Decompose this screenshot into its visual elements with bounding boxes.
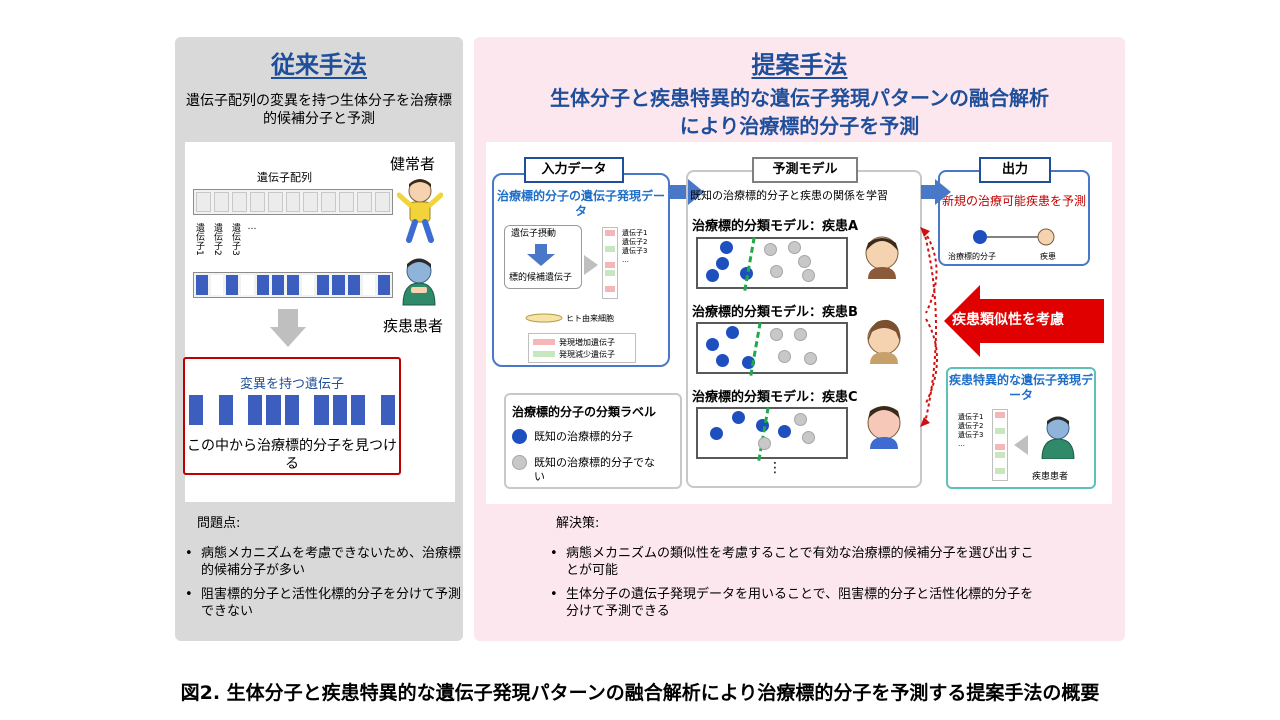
mutated-genes-box: 変異を持つ遺伝子 この中から治療標的分子を見つける [183,357,401,475]
problem-item: 病態メカニズムを考慮できないため、治療標的候補分子が多い [179,545,461,579]
figure-caption: 図2. 生体分子と疾患特異的な遺伝子発現パターンの融合解析により治療標的分子を予… [180,682,1100,704]
gene-label: 遺伝子2 [212,223,222,256]
patient-a-icon [865,236,899,279]
molecule-disease-link-icon [973,228,1055,246]
mutated-genes-title: 変異を持つ遺伝子 [239,377,344,392]
patient-label: 疾患患者 [383,317,444,335]
gene-label: 遺伝子1 [622,229,648,237]
conventional-method-description: 遺伝子配列の変異を持つ生体分子を治療標的候補分子と予測 [186,93,452,127]
disease-expression-title: 疾患特異的な遺伝子発現データ [948,373,1093,402]
gene-label: 遺伝子1 [194,223,204,256]
solutions-title: 解決策: [556,516,600,531]
right-arrow-icon [921,179,951,205]
disease-expression-box: 疾患特異的な遺伝子発現データ 遺伝子1 遺伝子2 遺伝子3 … 疾患患者 [946,367,1096,489]
sequence-label: 遺伝子配列 [257,171,312,184]
output-box: 新規の治療可能疾患を予測 治療標的分子 疾患 [938,170,1090,266]
down-label: 発現減少遺伝子 [559,349,615,359]
molecule-label: 治療標的分子 [948,252,996,261]
candidate-gene-label: 標的候補遺伝子 [509,273,573,283]
legend-down: 発現減少遺伝子 [533,348,631,360]
model-plot-disease-b [696,322,848,376]
legend-up: 発現増加遺伝子 [533,336,631,348]
prediction-model-description: 既知の治療標的分子と疾患の関係を学習 [690,189,888,202]
known-target-dot [512,429,527,444]
perturbation-label: 遺伝子摂動 [511,229,557,239]
solution-item: 病態メカニズムの類似性を考慮することで有効な治療標的候補分子を選び出すことが可能 [544,545,1044,579]
disease-gene-list: 遺伝子1 遺伝子2 遺伝子3 … [958,413,983,449]
perturbation-frame: 遺伝子摂動 標的候補遺伝子 [504,225,582,289]
mutated-genes-bar [189,395,395,425]
gene-label: 遺伝子1 [958,413,984,421]
human-cells-label: ヒト由来細胞 [566,314,614,323]
prediction-model-heading: 予測モデル [752,157,858,183]
model-plot-disease-a [696,237,848,291]
disease-patient-icon [1041,416,1075,459]
subtitle-line: 生体分子と疾患特異的な遺伝子発現パターンの融合解析 [550,86,1049,110]
sick-patient-icon [402,258,436,306]
gene-label: 遺伝子3 [622,247,648,255]
problems-list: 病態メカニズムを考慮できないため、治療標的候補分子が多い 阻害標的分子と活性化標… [179,545,461,627]
proposed-method-panel: 提案手法 生体分子と疾患特異的な遺伝子発現パターンの融合解析 により治療標的分子… [474,37,1125,641]
classification-label-box: 治療標的分子の分類ラベル 既知の治療標的分子 既知の治療標的分子でない [504,393,682,489]
model-title-disease-c: 治療標的分類モデル：疾患C [692,390,858,405]
subtitle-line: により治療標的分子を予測 [679,114,920,138]
gene-label: 遺伝子2 [622,238,648,246]
patient-sequence-bar [193,272,393,298]
gene-label: 遺伝子2 [958,422,984,430]
patient-c-icon [867,406,901,449]
patient-b-icon [867,319,901,364]
input-data-subtitle: 治療標的分子の遺伝子発現データ [496,189,665,218]
problem-item: 阻害標的分子と活性化標的分子を分けて予測できない [179,586,461,620]
known-target-label: 既知の治療標的分子 [534,430,633,443]
output-heading: 出力 [979,157,1051,183]
input-data-box: 治療標的分子の遺伝子発現データ 遺伝子摂動 標的候補遺伝子 遺伝子1 遺伝子2 … [492,173,670,367]
unknown-target-label: 既知の治療標的分子でない [534,456,655,483]
proposed-method-subtitle: 生体分子と疾患特異的な遺伝子発現パターンの融合解析 により治療標的分子を予測 [474,84,1125,140]
gene-label: … [958,440,965,448]
gene-labels: 遺伝子1 遺伝子2 遺伝子3 … [193,223,257,256]
gene-label: 遺伝子3 [230,223,240,256]
solutions-list: 病態メカニズムの類似性を考慮することで有効な治療標的候補分子を選び出すことが可能… [544,545,1084,627]
solution-item: 生体分子の遺伝子発現データを用いることで、阻害標的分子と活性化標的分子を分けて予… [544,586,1044,620]
disease-expression-column [992,409,1008,481]
conventional-method-panel: 従来手法 遺伝子配列の変異を持つ生体分子を治療標的候補分子と予測 遺伝子配列 遺… [175,37,463,641]
problems-title: 問題点: [197,516,241,531]
chevron-right-icon [584,255,598,275]
expression-legend: 発現増加遺伝子 発現減少遺伝子 [528,333,636,363]
mutated-genes-text: この中から治療標的分子を見つける [187,438,397,472]
healthy-sequence-bar [193,189,393,215]
similarity-arrows-icon [920,227,938,428]
cell-dish-icon [525,313,563,323]
gene-label: … [622,256,629,264]
down-arrow-icon [270,309,306,347]
down-arrow-icon [527,244,555,266]
classification-label-title: 治療標的分子の分類ラベル [512,405,657,419]
chevron-left-icon [1014,435,1028,455]
healthy-label: 健常者 [390,155,436,173]
proposed-method-title: 提案手法 [751,51,848,79]
input-gene-list: 遺伝子1 遺伝子2 遺伝子3 … [622,229,647,265]
disease-patient-label: 疾患患者 [1032,472,1069,482]
down-swatch [533,351,555,357]
gene-label: 遺伝子3 [958,431,984,439]
model-title-disease-b: 治療標的分類モデル：疾患B [692,305,858,320]
input-data-heading: 入力データ [524,157,624,183]
gene-label: … [247,222,257,232]
disease-similarity-label: 疾患類似性を考慮 [952,312,1064,328]
conventional-method-title: 従来手法 [271,51,367,79]
unknown-target-dot [512,455,527,470]
disease-label: 疾患 [1040,252,1056,261]
model-plot-disease-c [696,407,848,461]
healthy-person-icon [397,179,443,243]
output-text: 新規の治療可能疾患を予測 [941,194,1086,208]
disease-similarity-arrow [944,285,1104,357]
up-swatch [533,339,555,345]
model-title-disease-a: 治療標的分類モデル：疾患A [692,219,859,234]
expression-column [602,227,618,299]
up-label: 発現増加遺伝子 [559,337,615,347]
more-models-ellipsis: ⋮ [768,460,782,476]
